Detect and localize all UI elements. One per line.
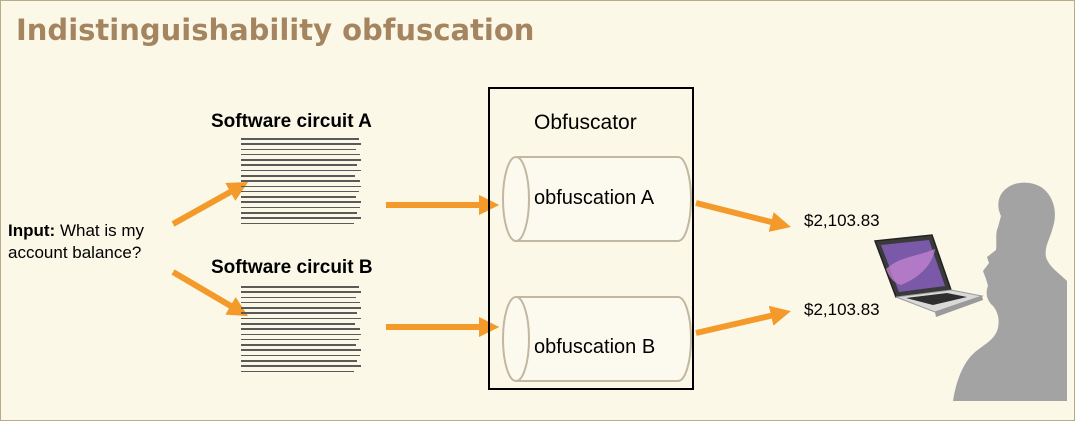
output-b-value: $2,103.83 — [804, 300, 880, 319]
obfuscator-box — [488, 87, 694, 390]
circuit-b-label: Software circuit B — [211, 257, 373, 278]
obfuscation-b-label: obfuscation B — [534, 336, 656, 358]
arrow-obfuscation-a-to-output — [695, 200, 791, 232]
arrow-input-to-circuit-b — [171, 269, 249, 317]
input-line-1: What is my — [59, 221, 144, 240]
cylinder-icon-a — [502, 156, 692, 242]
code-document-icon-b — [241, 286, 361, 381]
output-a-value: $2,103.83 — [804, 211, 880, 230]
input-bold-label: Input: — [8, 221, 56, 240]
obfuscation-a-label: obfuscation A — [534, 187, 655, 209]
laptop-icon — [873, 234, 984, 317]
circuit-a-label: Software circuit A — [211, 111, 372, 132]
slide-title: Indistinguishability obfuscation — [16, 13, 535, 47]
code-document-icon-a — [241, 138, 361, 233]
arrow-obfuscation-b-to-output — [695, 305, 791, 336]
arrow-input-to-circuit-a — [171, 182, 249, 227]
input-label: Input: What is my account balance? — [8, 220, 144, 264]
input-line-2: account balance? — [8, 243, 142, 262]
person-silhouette-icon — [953, 182, 1067, 401]
obfuscator-title: Obfuscator — [534, 111, 637, 134]
cylinder-icon-b — [502, 296, 692, 382]
